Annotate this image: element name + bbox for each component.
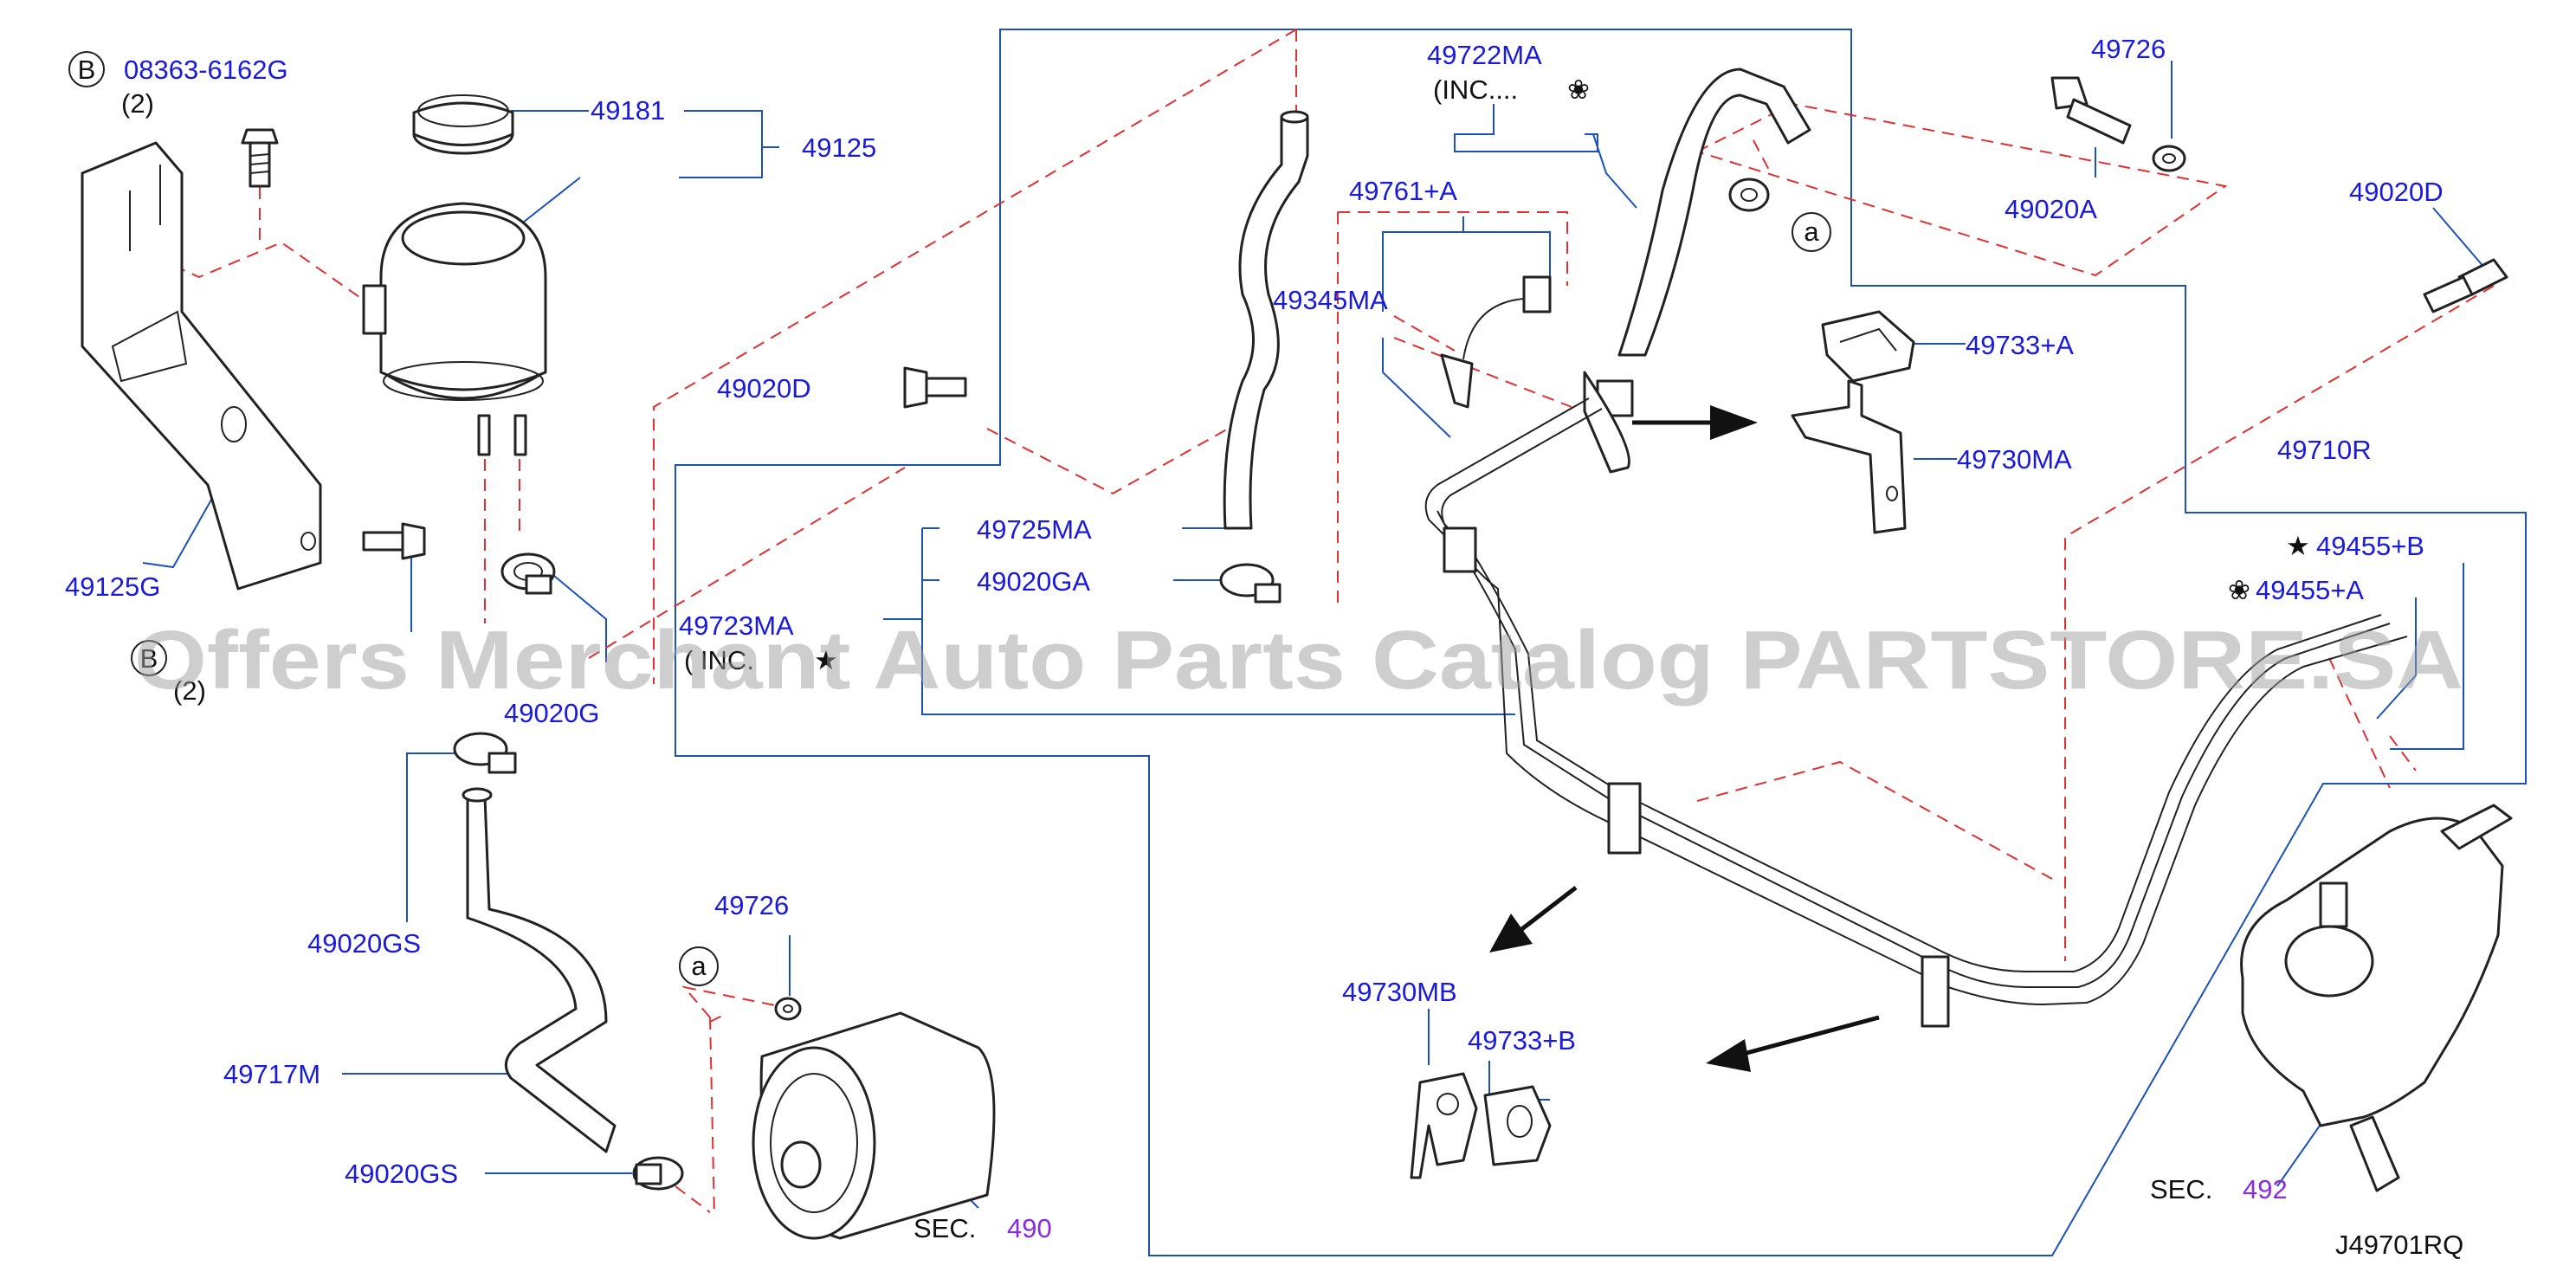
watermark-text: Offers Merchant Auto Parts Catalog PARTS… xyxy=(134,614,2463,707)
suction-hose-icon xyxy=(462,787,617,1153)
bolt-icon xyxy=(2423,258,2508,313)
callout-49717m[interactable]: 49717M xyxy=(223,1059,320,1089)
rubber-bushing-icon xyxy=(1483,1085,1552,1166)
reservoir-tank-icon xyxy=(362,202,547,456)
bracket-icon xyxy=(81,141,322,591)
diagram-id: J49701RQ xyxy=(2335,1230,2463,1260)
ref-marker-b: B xyxy=(78,55,96,85)
sec-490-link[interactable]: 490 xyxy=(1007,1213,1052,1243)
pressure-line-icon xyxy=(1583,68,1811,474)
ref-circle-b-bottom: B xyxy=(131,640,167,676)
callout-49722ma-symbol: ❀ xyxy=(1567,74,1590,105)
callout-49345ma[interactable]: 49345MA xyxy=(1273,285,1388,315)
bolt-icon xyxy=(2050,76,2132,145)
hose-clamp-icon xyxy=(1219,563,1282,604)
callout-49723ma-symbol: ★ xyxy=(814,645,838,675)
steering-gear-icon xyxy=(2240,804,2513,1192)
callout-49730mb[interactable]: 49730MB xyxy=(1342,977,1457,1007)
callout-08363-6162g-top[interactable]: 08363-6162G xyxy=(124,55,288,85)
callout-49125g[interactable]: 49125G xyxy=(65,571,160,602)
callout-49723ma[interactable]: 49723MA xyxy=(679,610,794,641)
bolt-icon xyxy=(241,128,279,188)
callout-qty-bottom: (2) xyxy=(173,675,206,706)
rubber-insulator-icon xyxy=(1821,310,1915,383)
direction-arrow-icon xyxy=(1706,1015,1880,1072)
sec-492-link[interactable]: 492 xyxy=(2243,1174,2288,1204)
callout-49733a[interactable]: 49733+A xyxy=(1966,330,2074,360)
steering-tube-assembly-icon xyxy=(1424,397,2408,1028)
bolt-icon xyxy=(903,366,967,409)
callout-49733b[interactable]: 49733+B xyxy=(1468,1025,1576,1056)
bolt-icon xyxy=(362,522,426,560)
hose-clamp-icon xyxy=(632,1156,684,1191)
callout-49726-top[interactable]: 49726 xyxy=(2091,34,2166,64)
callout-49725ma[interactable]: 49725MA xyxy=(977,514,1092,545)
callout-49125[interactable]: 49125 xyxy=(802,132,876,163)
callout-49020gs-upper[interactable]: 49020GS xyxy=(307,928,421,959)
direction-arrow-icon xyxy=(1632,405,1758,440)
callout-49020gs-lower[interactable]: 49020GS xyxy=(345,1159,458,1189)
callout-49761a[interactable]: 49761+A xyxy=(1349,176,1457,206)
pressure-switch-icon xyxy=(1440,275,1552,409)
callout-49722ma-inc: (INC.... xyxy=(1433,74,1518,105)
callout-49020ga[interactable]: 49020GA xyxy=(977,566,1090,597)
tube-clamp-icon xyxy=(1410,1072,1478,1179)
hose-clamp-icon xyxy=(453,732,517,774)
callout-49722ma[interactable]: 49722MA xyxy=(1427,40,1542,70)
power-steering-pump-icon xyxy=(752,997,996,1240)
ref-circle-a-top: a xyxy=(1792,212,1831,252)
callout-49020d-mid[interactable]: 49020D xyxy=(717,373,811,404)
tube-bracket-icon xyxy=(1791,379,1907,534)
ref-circle-b-top: B xyxy=(68,51,105,87)
sec-492-label: SEC. xyxy=(2150,1174,2212,1204)
callout-49455a[interactable]: 49455+A xyxy=(2256,575,2364,605)
ref-marker-b: B xyxy=(140,643,158,674)
callout-49726-pump[interactable]: 49726 xyxy=(714,890,789,920)
ref-marker-a: a xyxy=(691,951,707,981)
callout-49455a-symbol: ❀ xyxy=(2228,575,2250,605)
reservoir-cap-icon xyxy=(412,94,514,155)
callout-qty-top: (2) xyxy=(121,88,154,119)
callout-49181[interactable]: 49181 xyxy=(591,95,665,126)
callout-49020d-right[interactable]: 49020D xyxy=(2349,177,2444,207)
ref-marker-a: a xyxy=(1804,216,1819,247)
callout-49020g[interactable]: 49020G xyxy=(504,698,599,728)
callout-49455b-symbol: ★ xyxy=(2286,531,2310,561)
washer-icon xyxy=(2152,145,2186,172)
callout-49020a[interactable]: 49020A xyxy=(2005,194,2097,224)
ref-circle-a-pump: a xyxy=(679,946,719,986)
sec-490-label: SEC. xyxy=(914,1213,976,1243)
callout-49455b[interactable]: 49455+B xyxy=(2316,531,2424,561)
callout-49723ma-inc: ( INC. xyxy=(684,645,754,675)
return-hose-icon xyxy=(1223,110,1309,530)
callout-49710r[interactable]: 49710R xyxy=(2277,435,2372,465)
hose-clamp-icon xyxy=(500,552,556,595)
direction-arrow-icon xyxy=(1489,886,1578,952)
callouts: 08363-6162G (2) 49181 49125 49125G (2) 4… xyxy=(65,34,2463,1260)
callout-49730ma[interactable]: 49730MA xyxy=(1957,444,2072,475)
